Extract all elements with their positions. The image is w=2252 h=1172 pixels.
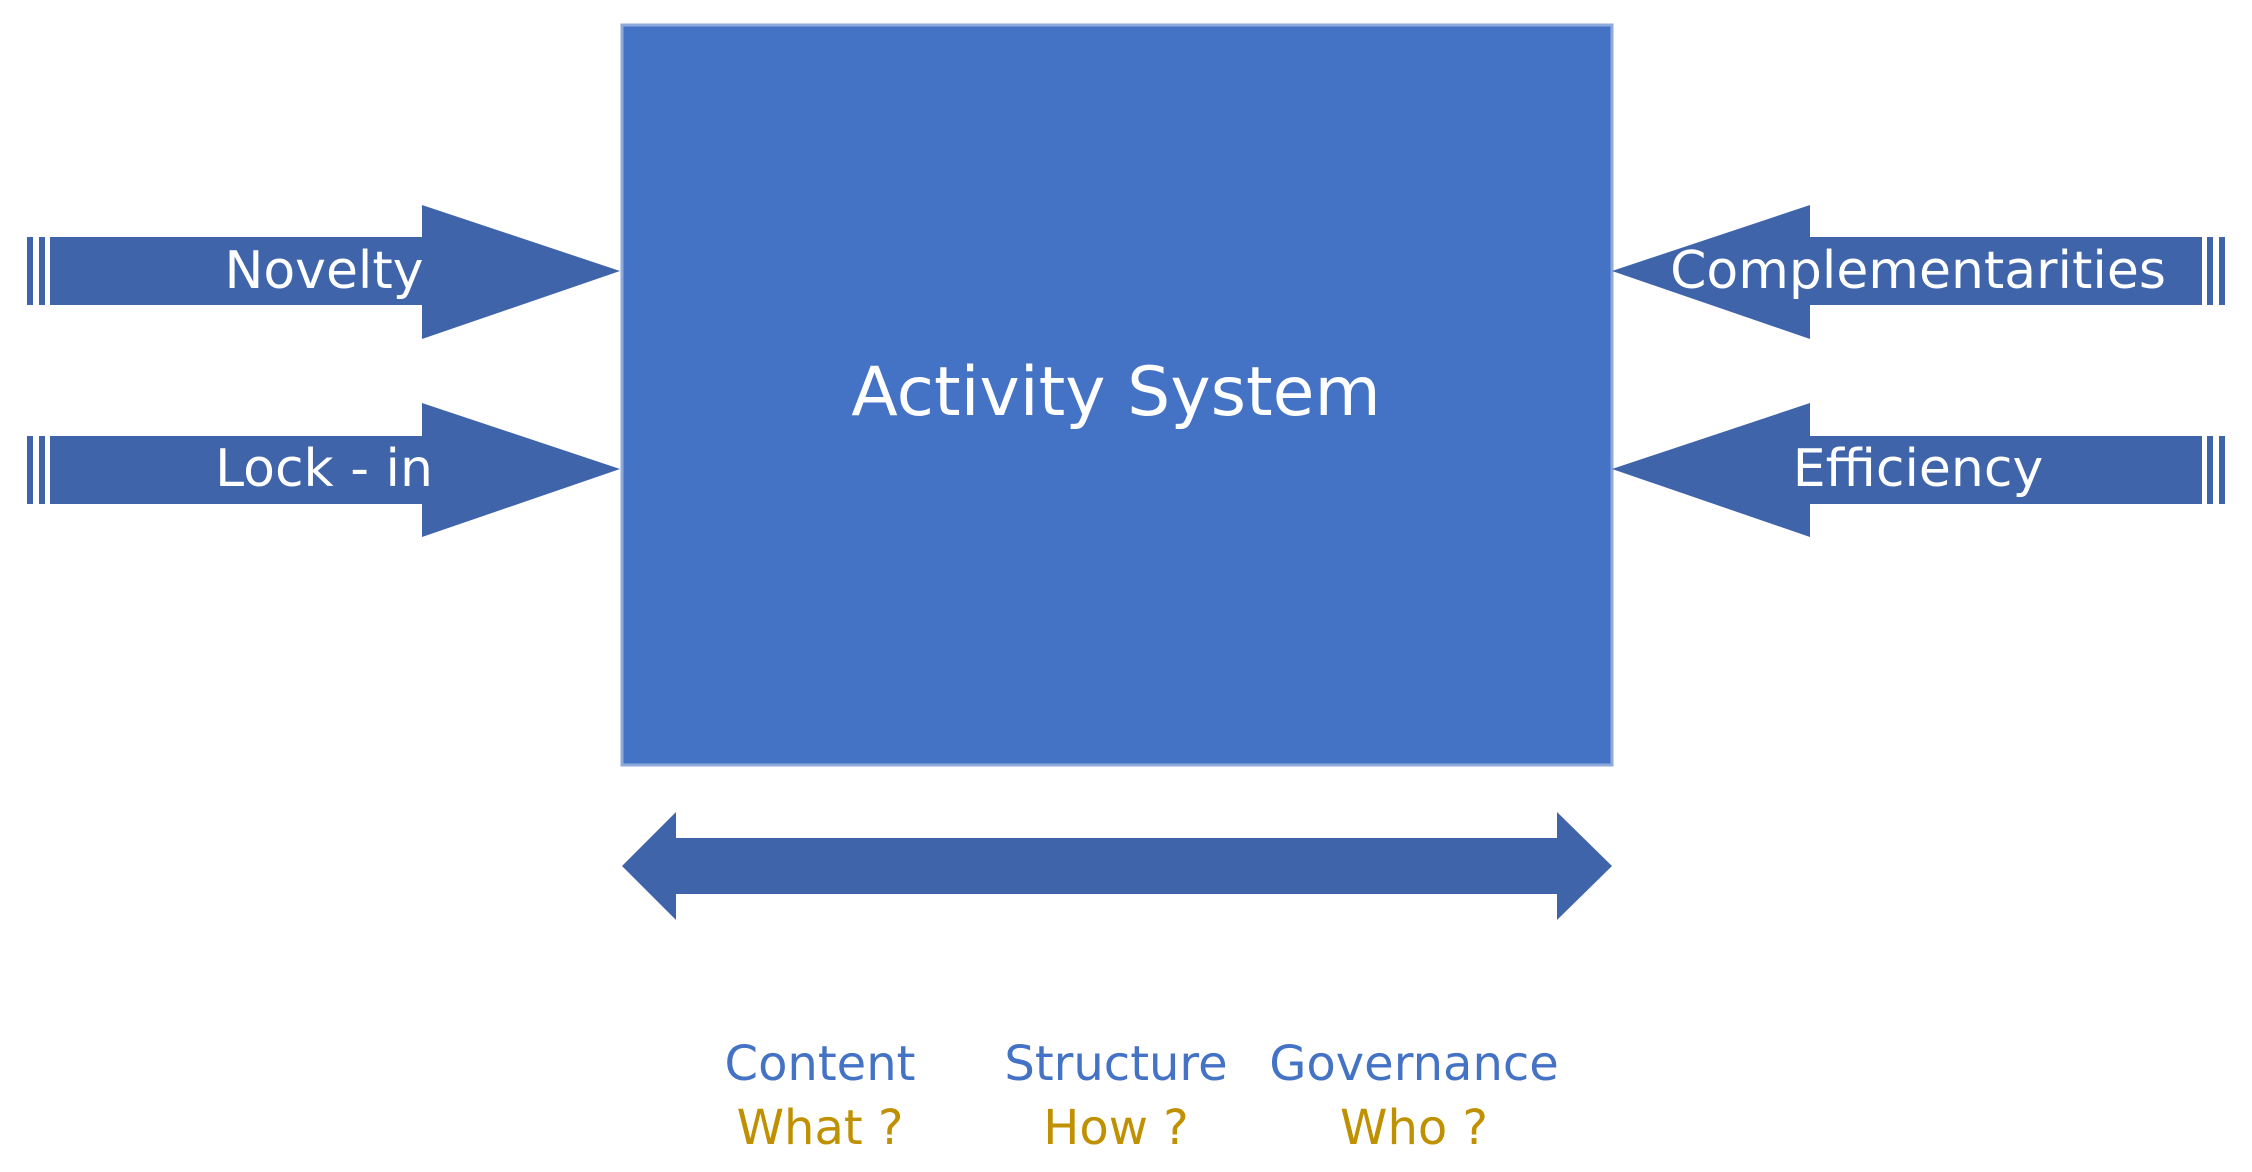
double-headed-arrow — [622, 812, 1612, 920]
dimension-name: Content — [724, 1036, 916, 1092]
novelty-label: Novelty — [224, 241, 424, 301]
activity-system-box — [620, 23, 1614, 767]
complementarities-label: Complementarities — [1670, 241, 2166, 301]
efficiency-arrow — [1612, 403, 2225, 537]
activity-system-title: Activity System — [851, 353, 1381, 432]
dimension-name: Governance — [1269, 1036, 1559, 1092]
novelty-arrow — [27, 205, 620, 339]
dimension-question: Who ? — [1340, 1100, 1488, 1156]
dimension-structure: Structure How ? — [1004, 1040, 1227, 1152]
lock-in-label: Lock - in — [215, 439, 433, 499]
dimension-question: How ? — [1043, 1100, 1189, 1156]
dimension-governance: Governance Who ? — [1269, 1040, 1559, 1152]
dimension-name: Structure — [1004, 1036, 1228, 1092]
dimension-question: What ? — [736, 1100, 904, 1156]
dimension-content: Content What ? — [725, 1040, 916, 1152]
complementarities-arrow — [1612, 205, 2225, 339]
efficiency-label: Efficiency — [1792, 439, 2044, 499]
lock-in-arrow — [27, 403, 620, 537]
